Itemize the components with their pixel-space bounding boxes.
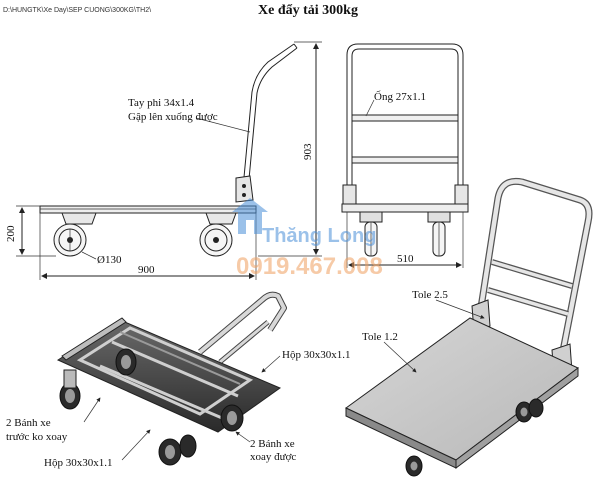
tube-label: Ống 27x1.1 (374, 90, 426, 103)
watermark: Thăng Long 0919.467.008 (232, 198, 383, 280)
iso-wheel (405, 455, 423, 477)
iso-wheel (158, 438, 182, 466)
front-wheels-label-1: 2 Bánh xe (6, 417, 51, 429)
front-wheels-label-2: trước ko xoay (6, 431, 68, 443)
iso-bottom-view: Hộp 30x30x1.1 2 Bánh xe trước ko xoay Hộ… (6, 291, 350, 469)
watermark-phone: 0919.467.008 (236, 253, 383, 280)
iso-wheel (115, 348, 137, 376)
iso-top-view: Tole 2.5 Tole 1.2 (345, 177, 593, 477)
swivel-wheels-label-1: 2 Bánh xe (250, 438, 295, 450)
box-label-bottom: Hộp 30x30x1.1 (44, 457, 112, 469)
handle-label-1: Tay phi 34x1.4 (128, 97, 195, 109)
file-path: D:\HUNGTK\Xe Day\SEP CUONG\300KG\TH2\ (3, 7, 151, 14)
box-label-top: Hộp 30x30x1.1 (282, 349, 350, 361)
swivel-wheels-label-2: xoay được (250, 451, 296, 463)
drawing-title: Xe đẩy tải 300kg (258, 3, 358, 18)
handle-label-2: Gập lên xuống được (128, 111, 218, 123)
side-view: Tay phi 34x1.4 Gập lên xuống được 200 Ø1… (5, 43, 298, 280)
tole-deck-label: Tole 1.2 (362, 331, 398, 343)
iso-wheel (220, 404, 244, 432)
tole-handle-label: Tole 2.5 (412, 289, 448, 301)
length-dim: 900 (138, 264, 155, 276)
handle-height-dim: 903 (258, 41, 322, 257)
width-dim: 510 (397, 253, 414, 265)
watermark-brand: Thăng Long (262, 225, 376, 247)
iso-wheel (59, 369, 81, 410)
iso-wheel (528, 398, 544, 418)
iso-wheel (179, 434, 197, 458)
house-logo-icon (232, 198, 268, 234)
height-dim: 200 (5, 225, 17, 242)
front-view: Ống 27x1.1 510 (341, 43, 469, 268)
handle-height-dim-text: 903 (302, 143, 314, 160)
wheel-dim: Ø130 (97, 254, 122, 266)
iso-wheel (515, 401, 533, 423)
